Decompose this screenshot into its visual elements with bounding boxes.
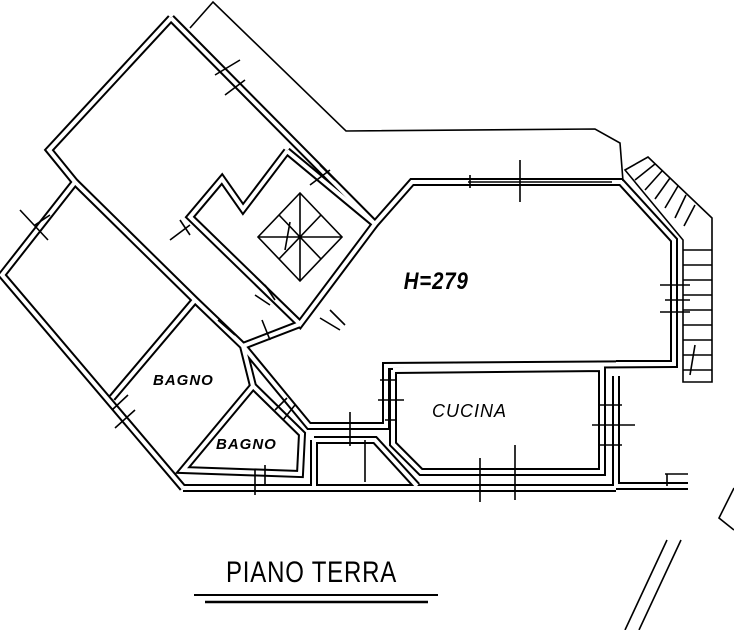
bathroom-label: BAGNO [153,372,214,389]
living-room-height-label: H=279 [403,268,469,295]
title-underline [194,594,438,604]
terrace-outline [189,0,624,182]
wall-fill [0,16,688,490]
kitchen-label: CUCINA [432,401,508,421]
plan-title: PIANO TERRA [226,556,398,589]
exterior-staircase [623,156,713,383]
stair-well [256,191,344,283]
interior-walls [72,147,675,489]
bathroom-label-2: BAGNO [216,436,277,453]
window-marks [19,59,690,502]
walls [0,15,688,492]
interior-wall-fill [73,149,675,488]
exterior-lines [624,487,734,630]
